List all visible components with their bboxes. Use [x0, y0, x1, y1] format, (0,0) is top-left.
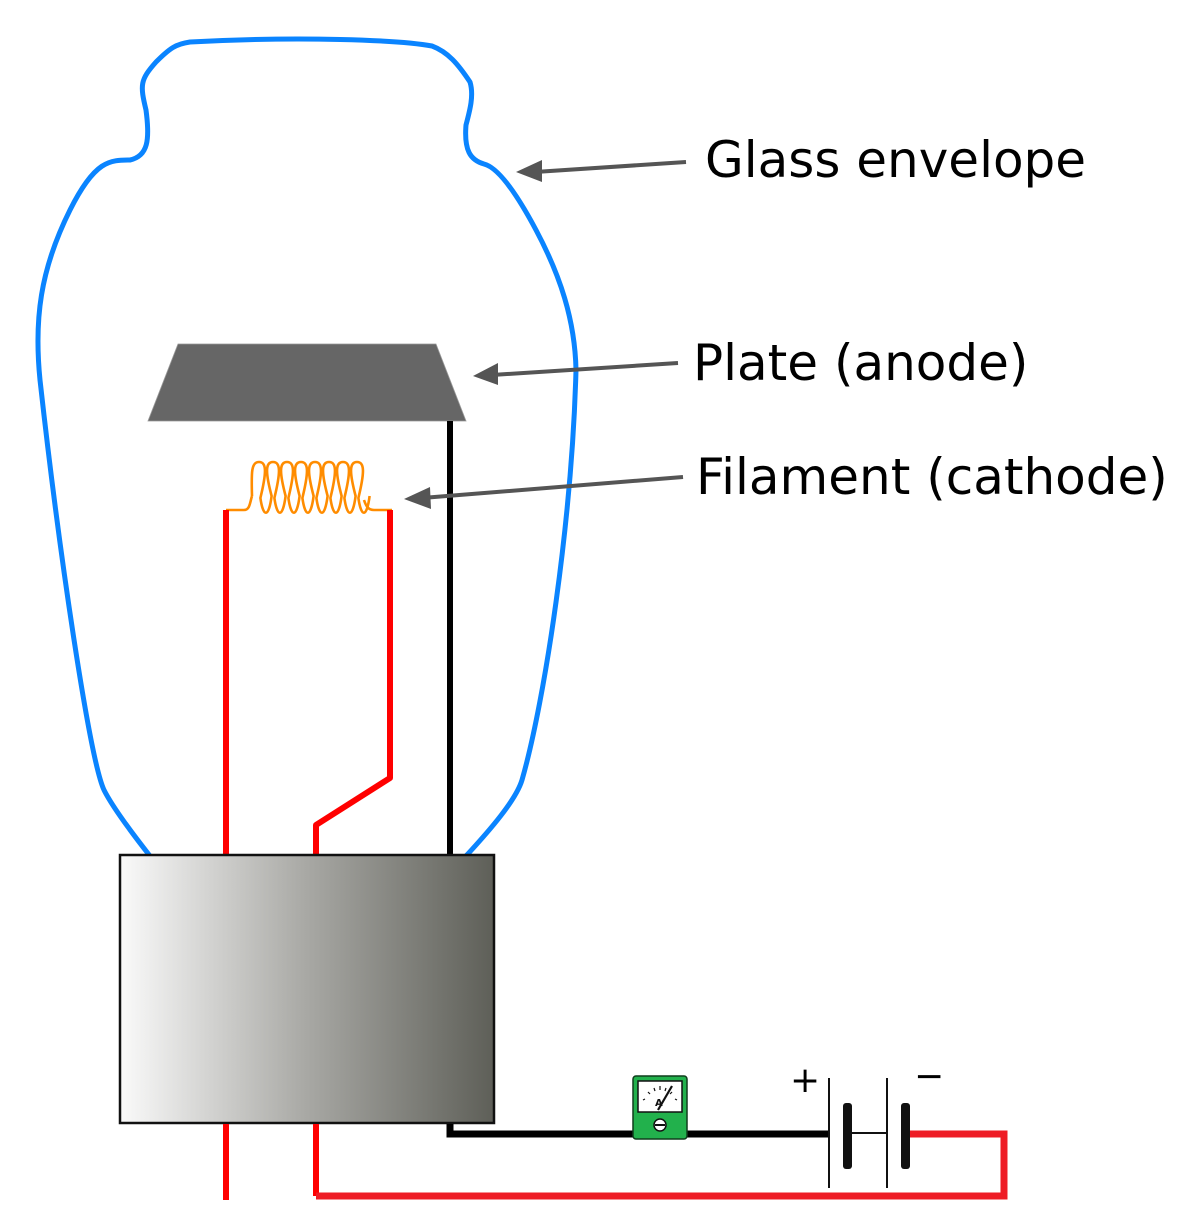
arrowhead-plate	[473, 363, 498, 385]
label-filament-cathode: Filament (cathode)	[696, 448, 1168, 506]
label-arrows	[404, 160, 687, 509]
battery-negative-sign: −	[914, 1056, 944, 1097]
ammeter-needle	[657, 1085, 673, 1111]
filament-wire-right	[313, 510, 393, 858]
label-plate-anode: Plate (anode)	[693, 334, 1028, 392]
battery-positive-sign: +	[790, 1060, 820, 1101]
battery: + −	[790, 1056, 944, 1188]
filament-coil	[226, 460, 392, 515]
arrow-filament	[421, 475, 684, 500]
arrowhead-filament	[404, 487, 431, 509]
battery-cell-right	[901, 1103, 910, 1169]
label-glass-envelope: Glass envelope	[705, 131, 1086, 189]
arrow-glass-envelope	[534, 160, 687, 174]
filament-wires	[223, 510, 393, 858]
battery-cell-left	[843, 1103, 852, 1169]
arrowhead-glass-envelope	[516, 160, 542, 182]
ammeter-icon: A	[632, 1075, 688, 1140]
glass-envelope	[35, 36, 579, 858]
return-circuit-wire	[316, 1130, 1008, 1200]
plate-circuit-wire	[446, 1124, 830, 1138]
arrow-plate	[491, 361, 679, 377]
ammeter-unit-letter: A	[655, 1098, 663, 1109]
tube-base	[118, 853, 496, 1125]
plate-anode	[147, 343, 467, 422]
